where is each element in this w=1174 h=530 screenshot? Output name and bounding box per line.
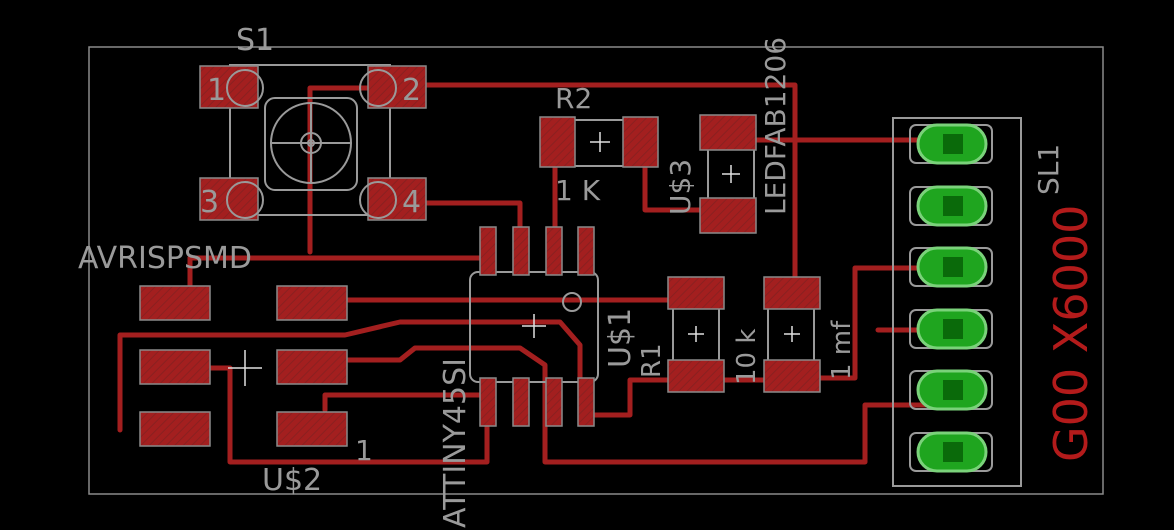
connector-pins	[909, 123, 993, 473]
avrisp-u2[interactable]: AVRISPSMD U$2 1	[78, 241, 373, 498]
u1-label: U$1	[603, 308, 638, 368]
u2-label: U$2	[262, 463, 322, 498]
switch-s1[interactable]: S1 1 2 3 4	[199, 23, 427, 221]
led-label: LEDFAB1206	[759, 37, 792, 215]
resistor-r1[interactable]: R1 10 k	[637, 276, 762, 393]
u3-label: U$3	[664, 159, 697, 215]
attiny-u1[interactable]: ATTINY45SI U$1	[438, 226, 638, 528]
resistor-r2[interactable]: R2 1 K	[539, 82, 659, 207]
sl1-label: SL1	[1032, 144, 1065, 195]
cap-value: 1 mf	[827, 320, 857, 380]
s1-label: S1	[236, 23, 274, 58]
attiny-label: ATTINY45SI	[438, 358, 473, 528]
s1-pin3-label: 3	[200, 185, 219, 220]
g00-label: G00 X6000	[1044, 205, 1098, 462]
r2-value: 1 K	[555, 174, 601, 207]
s1-pin1-label: 1	[207, 73, 226, 108]
s1-pin4-label: 4	[402, 185, 421, 220]
board-outline	[88, 46, 1104, 495]
connector-sl1[interactable]: SL1	[892, 117, 1065, 487]
r2-label: R2	[555, 82, 592, 115]
r1-label: R1	[637, 343, 667, 378]
u2-pin1-label: 1	[355, 434, 373, 467]
s1-pin2-label: 2	[402, 73, 421, 108]
led-u3[interactable]: U$3 LEDFAB1206	[664, 37, 792, 234]
r1-value: 10 k	[732, 329, 762, 385]
capacitor-c1[interactable]: 1 mf	[763, 276, 857, 393]
avrisp-label: AVRISPSMD	[78, 241, 252, 276]
